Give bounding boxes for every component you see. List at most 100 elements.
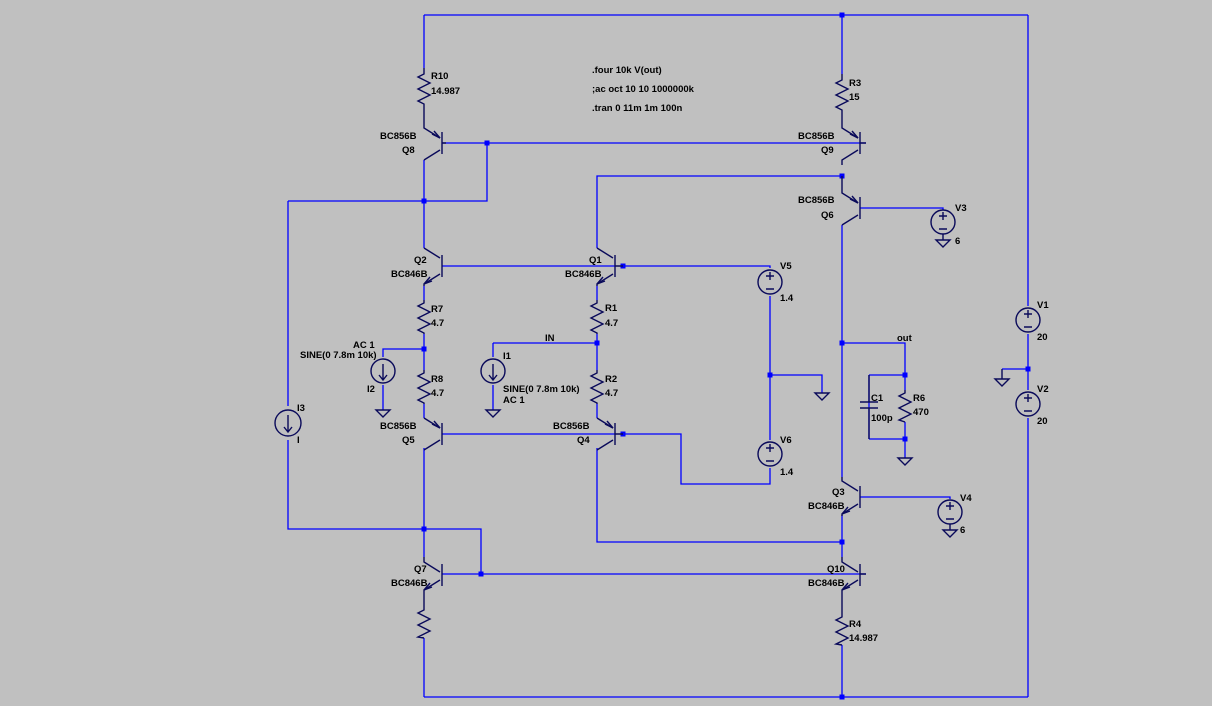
v6-name: V6 — [780, 435, 792, 446]
directive-ac[interactable]: ;ac oct 10 10 1000000k — [592, 84, 695, 95]
q7-name: Q7 — [414, 564, 427, 575]
ground-icon — [941, 529, 959, 538]
i2-ac: AC 1 — [353, 340, 375, 351]
i1-ac: AC 1 — [503, 395, 525, 406]
transistor-q7[interactable] — [423, 557, 443, 604]
r7-name: R7 — [431, 304, 443, 315]
r9-name: R10 — [431, 71, 448, 82]
q3-name: Q3 — [832, 487, 845, 498]
i1-value: SINE(0 7.8m 10k) — [503, 384, 580, 395]
i3-name: I3 — [297, 403, 305, 414]
junction — [839, 340, 845, 346]
r7-value: 4.7 — [431, 318, 444, 329]
wire-out — [842, 342, 906, 390]
junction — [902, 372, 908, 378]
junction — [594, 340, 600, 346]
q8-name: Q8 — [402, 145, 415, 156]
i1-name: I1 — [503, 351, 512, 362]
q10-name: Q10 — [827, 564, 845, 575]
ground-icon — [896, 457, 914, 466]
resistor-r9[interactable] — [416, 68, 432, 112]
wire-q8-diode — [424, 143, 488, 202]
net-label-in: IN — [545, 333, 555, 344]
q4-model: BC856B — [553, 421, 590, 432]
c1-value: 100p — [871, 413, 893, 424]
directive-tran[interactable]: .tran 0 11m 1m 100n — [592, 103, 682, 114]
voltage-source-v6[interactable] — [757, 441, 783, 467]
wire-q4-base-v6 — [623, 433, 771, 485]
v6-value: 1.4 — [780, 467, 794, 478]
i2-name: I2 — [367, 384, 375, 395]
v3-name: V3 — [955, 203, 967, 214]
wire-q7-diode — [424, 528, 482, 574]
transistor-q8[interactable] — [423, 112, 446, 161]
transistor-q5[interactable] — [423, 417, 443, 451]
junctions — [421, 12, 1031, 700]
v1-name: V1 — [1037, 300, 1049, 311]
current-source-i1[interactable] — [480, 358, 506, 384]
r1-value: 4.7 — [605, 318, 618, 329]
junction — [839, 539, 845, 545]
r2-name: R2 — [605, 374, 617, 385]
resistor-r10[interactable] — [415, 604, 432, 639]
q6-name: Q6 — [821, 210, 834, 221]
q2-name: Q2 — [414, 255, 427, 266]
junction — [1025, 366, 1031, 372]
transistor-q3[interactable] — [841, 477, 861, 516]
voltage-source-v3[interactable] — [930, 209, 956, 240]
transistor-q9[interactable] — [841, 118, 866, 165]
junction — [839, 12, 845, 18]
q10-model: BC846B — [808, 578, 845, 589]
ground-icon — [484, 409, 502, 418]
q1-name: Q1 — [589, 255, 602, 266]
transistor-q4[interactable] — [596, 417, 623, 451]
v4-value: 6 — [960, 525, 965, 536]
spice-directives[interactable]: .four 10k V(out) ;ac oct 10 10 1000000k … — [592, 65, 695, 114]
resistor-r2[interactable] — [589, 370, 605, 404]
q5-name: Q5 — [402, 435, 415, 446]
wire-q1-base-v5 — [623, 265, 771, 268]
q1-model: BC846B — [565, 269, 602, 280]
wire-q4-coll — [596, 448, 842, 543]
r8-name: R8 — [431, 374, 443, 385]
junction — [839, 694, 845, 700]
transistor-q2[interactable] — [423, 247, 443, 286]
resistor-r4[interactable] — [833, 611, 850, 646]
resistor-r1[interactable] — [589, 300, 605, 334]
junction — [478, 571, 484, 577]
resistor-r7[interactable] — [416, 300, 432, 334]
r4-name: R4 — [849, 619, 862, 630]
ground-icon — [813, 392, 831, 401]
wire-mid-gnd — [770, 374, 823, 393]
v3-value: 6 — [955, 236, 960, 247]
wire-q1-coll — [596, 175, 842, 248]
resistor-r8[interactable] — [416, 370, 432, 404]
r3-value: 15 — [849, 92, 860, 103]
q7-model: BC846B — [391, 578, 428, 589]
resistor-r6[interactable] — [897, 390, 913, 423]
v5-name: V5 — [780, 261, 792, 272]
capacitor-c1[interactable] — [860, 375, 878, 439]
q3-model: BC846B — [808, 501, 845, 512]
transistor-q10[interactable] — [841, 557, 866, 611]
r6-value: 470 — [913, 407, 929, 418]
r4-value: 14.987 — [849, 633, 878, 644]
voltage-source-v2[interactable] — [1015, 391, 1041, 417]
transistor-q1[interactable] — [596, 247, 623, 286]
junction — [421, 198, 427, 204]
current-source-i3[interactable] — [274, 409, 302, 437]
directive-four[interactable]: .four 10k V(out) — [592, 65, 662, 76]
voltage-source-v4[interactable] — [937, 499, 963, 530]
q4-name: Q4 — [577, 435, 590, 446]
junction — [484, 140, 490, 146]
ground-icon — [993, 378, 1011, 387]
q9-name: Q9 — [821, 145, 834, 156]
voltage-source-v5[interactable] — [757, 269, 783, 295]
resistor-r3[interactable] — [834, 74, 850, 118]
transistor-q6[interactable] — [841, 176, 861, 226]
v1-value: 20 — [1037, 332, 1048, 343]
voltage-source-v1[interactable] — [1015, 307, 1041, 333]
current-source-i2[interactable] — [370, 358, 396, 384]
component-labels: BC856B Q8 BC856B Q9 BC856B Q6 Q2 BC846B … — [297, 71, 1049, 644]
